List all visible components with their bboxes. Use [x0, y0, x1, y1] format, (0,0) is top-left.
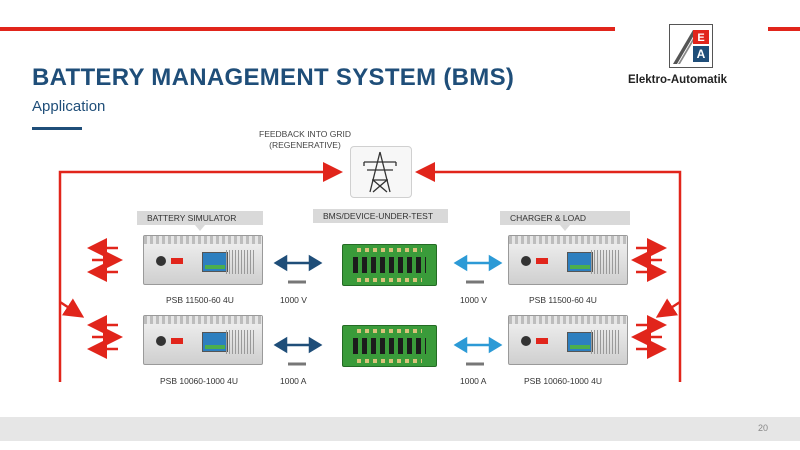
power-pylon-icon	[363, 151, 397, 193]
device-indicator	[171, 338, 183, 344]
top-rule-right	[768, 27, 800, 31]
device-indicator	[536, 258, 548, 264]
device-vent	[591, 330, 621, 354]
link-arrow-right-top	[453, 254, 503, 272]
device-display	[567, 252, 593, 272]
svg-text:E: E	[697, 32, 704, 44]
right-inner-arrow	[655, 298, 681, 318]
device-left-bottom	[143, 315, 263, 365]
right-arrow-stack-top	[631, 238, 667, 282]
device-display	[202, 252, 228, 272]
label-dut: BMS/DEVICE-UNDER-TEST	[313, 209, 448, 223]
footer-bar: 20	[0, 417, 800, 441]
page-number: 20	[757, 423, 768, 433]
link-arrow-left-top	[273, 254, 323, 272]
knob-icon	[521, 336, 531, 346]
device-display	[202, 332, 228, 352]
title-underline	[32, 127, 82, 130]
spec-right-bottom: 1000 A	[460, 376, 487, 386]
device-indicator	[171, 258, 183, 264]
label-charger: CHARGER & LOAD	[500, 211, 630, 231]
logo-text: Elektro-Automatik	[628, 74, 728, 86]
model-left-bottom: PSB 10060-1000 4U	[160, 376, 238, 386]
spec-left-top: 1000 V	[280, 295, 307, 305]
label-dut-text: BMS/DEVICE-UNDER-TEST	[323, 211, 434, 221]
device-vent	[226, 250, 256, 274]
left-arrow-stack-bottom	[87, 315, 123, 359]
left-inner-arrow	[59, 298, 85, 318]
pcb-pads	[357, 329, 422, 333]
label-pointer	[195, 225, 205, 231]
label-charger-text: CHARGER & LOAD	[510, 213, 587, 223]
device-vent	[591, 250, 621, 274]
device-vent	[226, 330, 256, 354]
pcb-chips	[353, 338, 426, 354]
knob-icon	[156, 256, 166, 266]
right-arrow-stack-bottom	[631, 315, 667, 359]
feedback-loop-right	[415, 162, 682, 382]
page-title: BATTERY MANAGEMENT SYSTEM (BMS)	[32, 64, 515, 91]
model-right-top: PSB 11500-60 4U	[529, 295, 597, 305]
device-left-top	[143, 235, 263, 285]
device-display	[567, 332, 593, 352]
feedback-label: FEEDBACK INTO GRID (REGENERATIVE)	[220, 129, 390, 151]
link-arrow-right-bottom	[453, 336, 503, 354]
label-battery-simulator: BATTERY SIMULATOR	[137, 211, 263, 231]
label-battery-simulator-text: BATTERY SIMULATOR	[147, 213, 237, 223]
page-subtitle: Application	[32, 98, 106, 115]
device-indicator	[536, 338, 548, 344]
top-rule-left	[0, 27, 615, 31]
knob-icon	[156, 336, 166, 346]
spec-dashes	[288, 280, 484, 366]
feedback-line-2: (REGENERATIVE)	[269, 140, 341, 150]
model-right-bottom: PSB 10060-1000 4U	[524, 376, 602, 386]
spec-right-top: 1000 V	[460, 295, 487, 305]
model-left-top: PSB 11500-60 4U	[166, 295, 234, 305]
feedback-line-1: FEEDBACK INTO GRID	[259, 129, 351, 139]
pcb-chips	[353, 257, 426, 273]
device-right-top	[508, 235, 628, 285]
pcb-top	[342, 244, 437, 286]
feedback-loop-left	[58, 162, 343, 382]
ea-logo-icon: E A	[669, 24, 713, 68]
left-arrow-stack-top	[87, 238, 123, 282]
svg-text:A: A	[697, 47, 706, 61]
label-pointer	[560, 225, 570, 231]
device-right-bottom	[508, 315, 628, 365]
pcb-pads	[357, 278, 422, 282]
pcb-bottom	[342, 325, 437, 367]
link-arrow-left-bottom	[273, 336, 323, 354]
knob-icon	[521, 256, 531, 266]
pcb-pads	[357, 248, 422, 252]
pcb-pads	[357, 359, 422, 363]
spec-left-bottom: 1000 A	[280, 376, 307, 386]
